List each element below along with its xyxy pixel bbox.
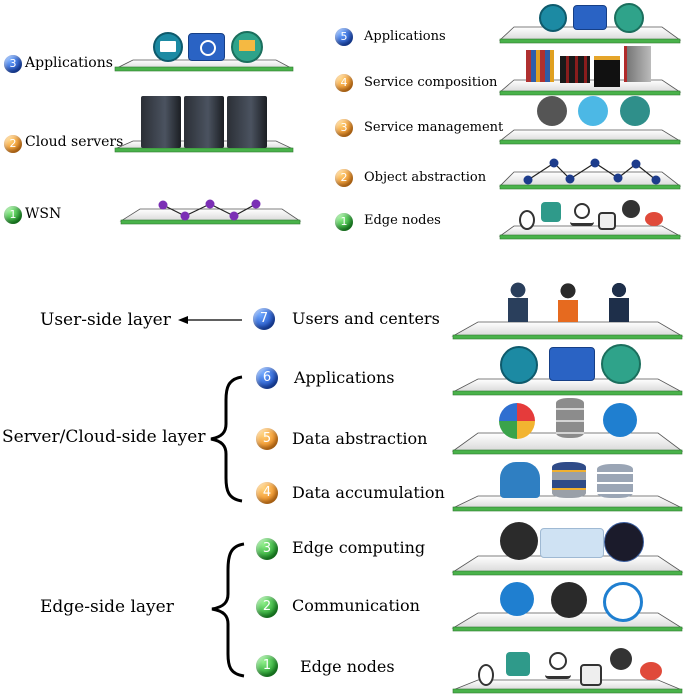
books-icon <box>526 50 554 82</box>
cloud-server-icon <box>184 96 224 148</box>
left-shelf-3 <box>114 59 294 72</box>
app-chart-icon <box>153 32 183 62</box>
watch-icon <box>519 210 535 230</box>
bottom-shelf-4 <box>452 495 683 512</box>
cloud-server-icon <box>227 96 267 148</box>
antenna-icon <box>603 582 643 622</box>
right-shelf-2 <box>499 171 682 190</box>
left-layer-3-label: Applications <box>25 55 113 71</box>
edge-node-icon <box>604 522 644 562</box>
meter-icon <box>580 664 602 686</box>
app-monitor-icon <box>231 31 263 63</box>
app-folder-icon <box>573 5 607 30</box>
chip-icon <box>506 652 530 676</box>
heart-sensor-icon <box>645 212 663 226</box>
bottom-shelf-3 <box>451 555 684 576</box>
right-shelf-4 <box>498 79 682 96</box>
network-hub-icon <box>500 522 538 560</box>
left-layer-3-badge: 3 <box>4 55 22 73</box>
database-stack-icon <box>552 462 586 498</box>
manager-icon <box>549 282 587 322</box>
right-shelf-3 <box>498 129 682 145</box>
bottom-layer-5-label: Data abstraction <box>292 429 428 448</box>
server-cloud-side-layer-label: Server/Cloud-side layer <box>2 427 206 447</box>
user-side-arrow-icon <box>178 316 242 324</box>
chip-icon <box>541 202 561 222</box>
app-chart-icon <box>500 346 538 384</box>
scale-icon <box>545 652 571 679</box>
right-layer-3-badge: 3 <box>335 119 353 137</box>
bottom-layer-4-badge: 4 <box>256 482 278 504</box>
left-layer-2-label: Cloud servers <box>25 134 124 150</box>
document-icon <box>624 46 651 82</box>
heart-sensor-icon <box>640 662 662 680</box>
tools-icon <box>537 96 567 126</box>
database-sync-icon <box>597 464 633 498</box>
bottom-layer-4-label: Data accumulation <box>292 483 445 502</box>
probe-icon <box>610 648 632 670</box>
scale-icon <box>570 203 594 226</box>
cloud-database-icon <box>500 462 540 498</box>
bottom-layer-3-badge: 3 <box>256 538 278 560</box>
bank-icon <box>594 56 620 87</box>
bottom-layer-5-badge: 5 <box>256 428 278 450</box>
right-layer-4-badge: 4 <box>335 74 353 92</box>
cloud-server-icon <box>141 96 181 148</box>
search-icon <box>620 96 650 126</box>
bottom-layer-1-label: Edge nodes <box>300 657 395 676</box>
bottom-layer-3-label: Edge computing <box>292 538 426 557</box>
meter-icon <box>598 212 616 230</box>
database-icon <box>556 398 584 438</box>
user-group-icon <box>494 282 542 322</box>
wifi-icon <box>500 582 534 616</box>
bottom-layer-7-label: Users and centers <box>292 309 440 328</box>
user-side-layer-label: User-side layer <box>40 310 171 330</box>
right-layer-1-badge: 1 <box>335 213 353 231</box>
probe-icon <box>622 200 640 218</box>
object-abstraction-nodes <box>523 158 661 185</box>
app-monitor-icon <box>601 344 641 384</box>
left-shelf-1 <box>119 208 302 225</box>
left-layer-1-label: WSN <box>25 206 62 222</box>
app-chart-icon <box>539 4 567 32</box>
bottom-layer-1-badge: 1 <box>256 655 278 677</box>
right-layer-5-label: Applications <box>364 29 446 44</box>
watch-icon <box>478 664 494 686</box>
bottom-shelf-6 <box>452 378 683 396</box>
right-layer-1-label: Edge nodes <box>364 213 441 228</box>
move-arrows-icon <box>551 582 587 618</box>
binders-icon <box>560 56 590 83</box>
bottom-layer-6-label: Applications <box>294 368 395 387</box>
bottom-shelf-1 <box>452 679 683 694</box>
edge-side-layer-label: Edge-side layer <box>40 597 174 617</box>
right-layer-2-badge: 2 <box>335 169 353 187</box>
check-icon <box>499 403 535 439</box>
bottom-shelf-7 <box>451 321 684 340</box>
bottom-layer-2-badge: 2 <box>256 596 278 618</box>
app-monitor-icon <box>614 3 644 33</box>
user-group-icon <box>598 282 640 322</box>
left-layer-1-badge: 1 <box>4 206 22 224</box>
settings-screen-icon <box>578 96 608 126</box>
app-folder-icon <box>188 33 225 61</box>
right-layer-2-label: Object abstraction <box>364 170 487 185</box>
right-layer-3-label: Service management <box>364 120 504 135</box>
left-layer-2-badge: 2 <box>4 135 22 153</box>
right-layer-4-label: Service composition <box>364 75 498 90</box>
secure-card-icon <box>603 403 637 437</box>
bottom-layer-6-badge: 6 <box>256 367 278 389</box>
right-layer-5-badge: 5 <box>335 28 353 46</box>
cloud-icon <box>540 528 604 558</box>
app-folder-icon <box>549 347 595 381</box>
wsn-nodes <box>158 199 261 221</box>
bottom-layer-2-label: Communication <box>292 596 420 615</box>
bottom-layer-7-badge: 7 <box>253 308 275 330</box>
